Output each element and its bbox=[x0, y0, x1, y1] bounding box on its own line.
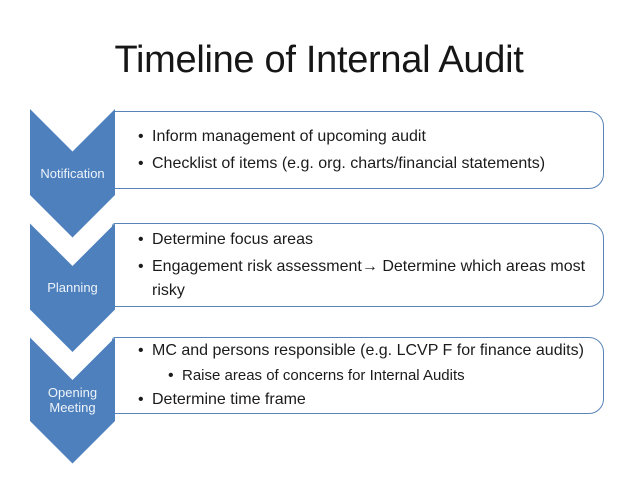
bullet-item: • Determine focus areas bbox=[137, 228, 589, 252]
bullet-item: • Engagement risk assessment→ Determine … bbox=[137, 255, 589, 303]
bullet-marker: • bbox=[138, 154, 144, 172]
bullet-text: Inform management of upcoming audit bbox=[152, 127, 426, 145]
slide-title: Timeline of Internal Audit bbox=[114, 39, 524, 81]
bullet-marker: • bbox=[138, 342, 144, 359]
bullet-text: Checklist of items (e.g. org. charts/fin… bbox=[152, 154, 546, 172]
stage-label: Opening Meeting bbox=[47, 385, 98, 415]
stage-label: Planning bbox=[47, 280, 98, 295]
opening-meeting-chevron-label: Opening Meeting bbox=[30, 337, 115, 463]
opening-meeting-card: • MC and persons responsible (e.g. LCVP … bbox=[112, 337, 604, 414]
bullet-item: • MC and persons responsible (e.g. LCVP … bbox=[137, 339, 589, 363]
bullet-marker: • bbox=[138, 230, 144, 248]
planning-card: • Determine focus areas • Engagement ris… bbox=[112, 223, 604, 307]
bullet-text: MC and persons responsible (e.g. LCVP F … bbox=[152, 342, 584, 359]
bullet-text: Determine time frame bbox=[152, 391, 306, 408]
bullet-marker: • bbox=[138, 127, 144, 145]
bullet-text: Raise areas of concerns for Internal Aud… bbox=[182, 367, 465, 384]
stage-label: Notification bbox=[40, 165, 105, 181]
bullet-text: Determine focus areas bbox=[152, 230, 313, 248]
bullet-text: Engagement risk assessment→ Determine wh… bbox=[152, 257, 586, 299]
bullet-marker: • bbox=[168, 367, 174, 384]
bullet-item: • Checklist of items (e.g. org. charts/f… bbox=[137, 152, 589, 176]
notification-chevron-down-icon bbox=[30, 109, 115, 238]
notification-chevron-label: Notification bbox=[30, 109, 115, 237]
bullet-marker: • bbox=[138, 391, 144, 408]
bullet-item-sub: • Raise areas of concerns for Internal A… bbox=[167, 364, 589, 387]
notification-card: • Inform management of upcoming audit • … bbox=[112, 111, 604, 189]
bullet-item: • Determine time frame bbox=[137, 388, 589, 412]
planning-chevron-label: Planning bbox=[30, 223, 115, 352]
planning-chevron-down-icon bbox=[30, 223, 115, 352]
bullet-marker: • bbox=[138, 257, 144, 275]
bullet-item: • Inform management of upcoming audit bbox=[137, 125, 589, 149]
opening-meeting-chevron-down-icon bbox=[30, 337, 115, 464]
